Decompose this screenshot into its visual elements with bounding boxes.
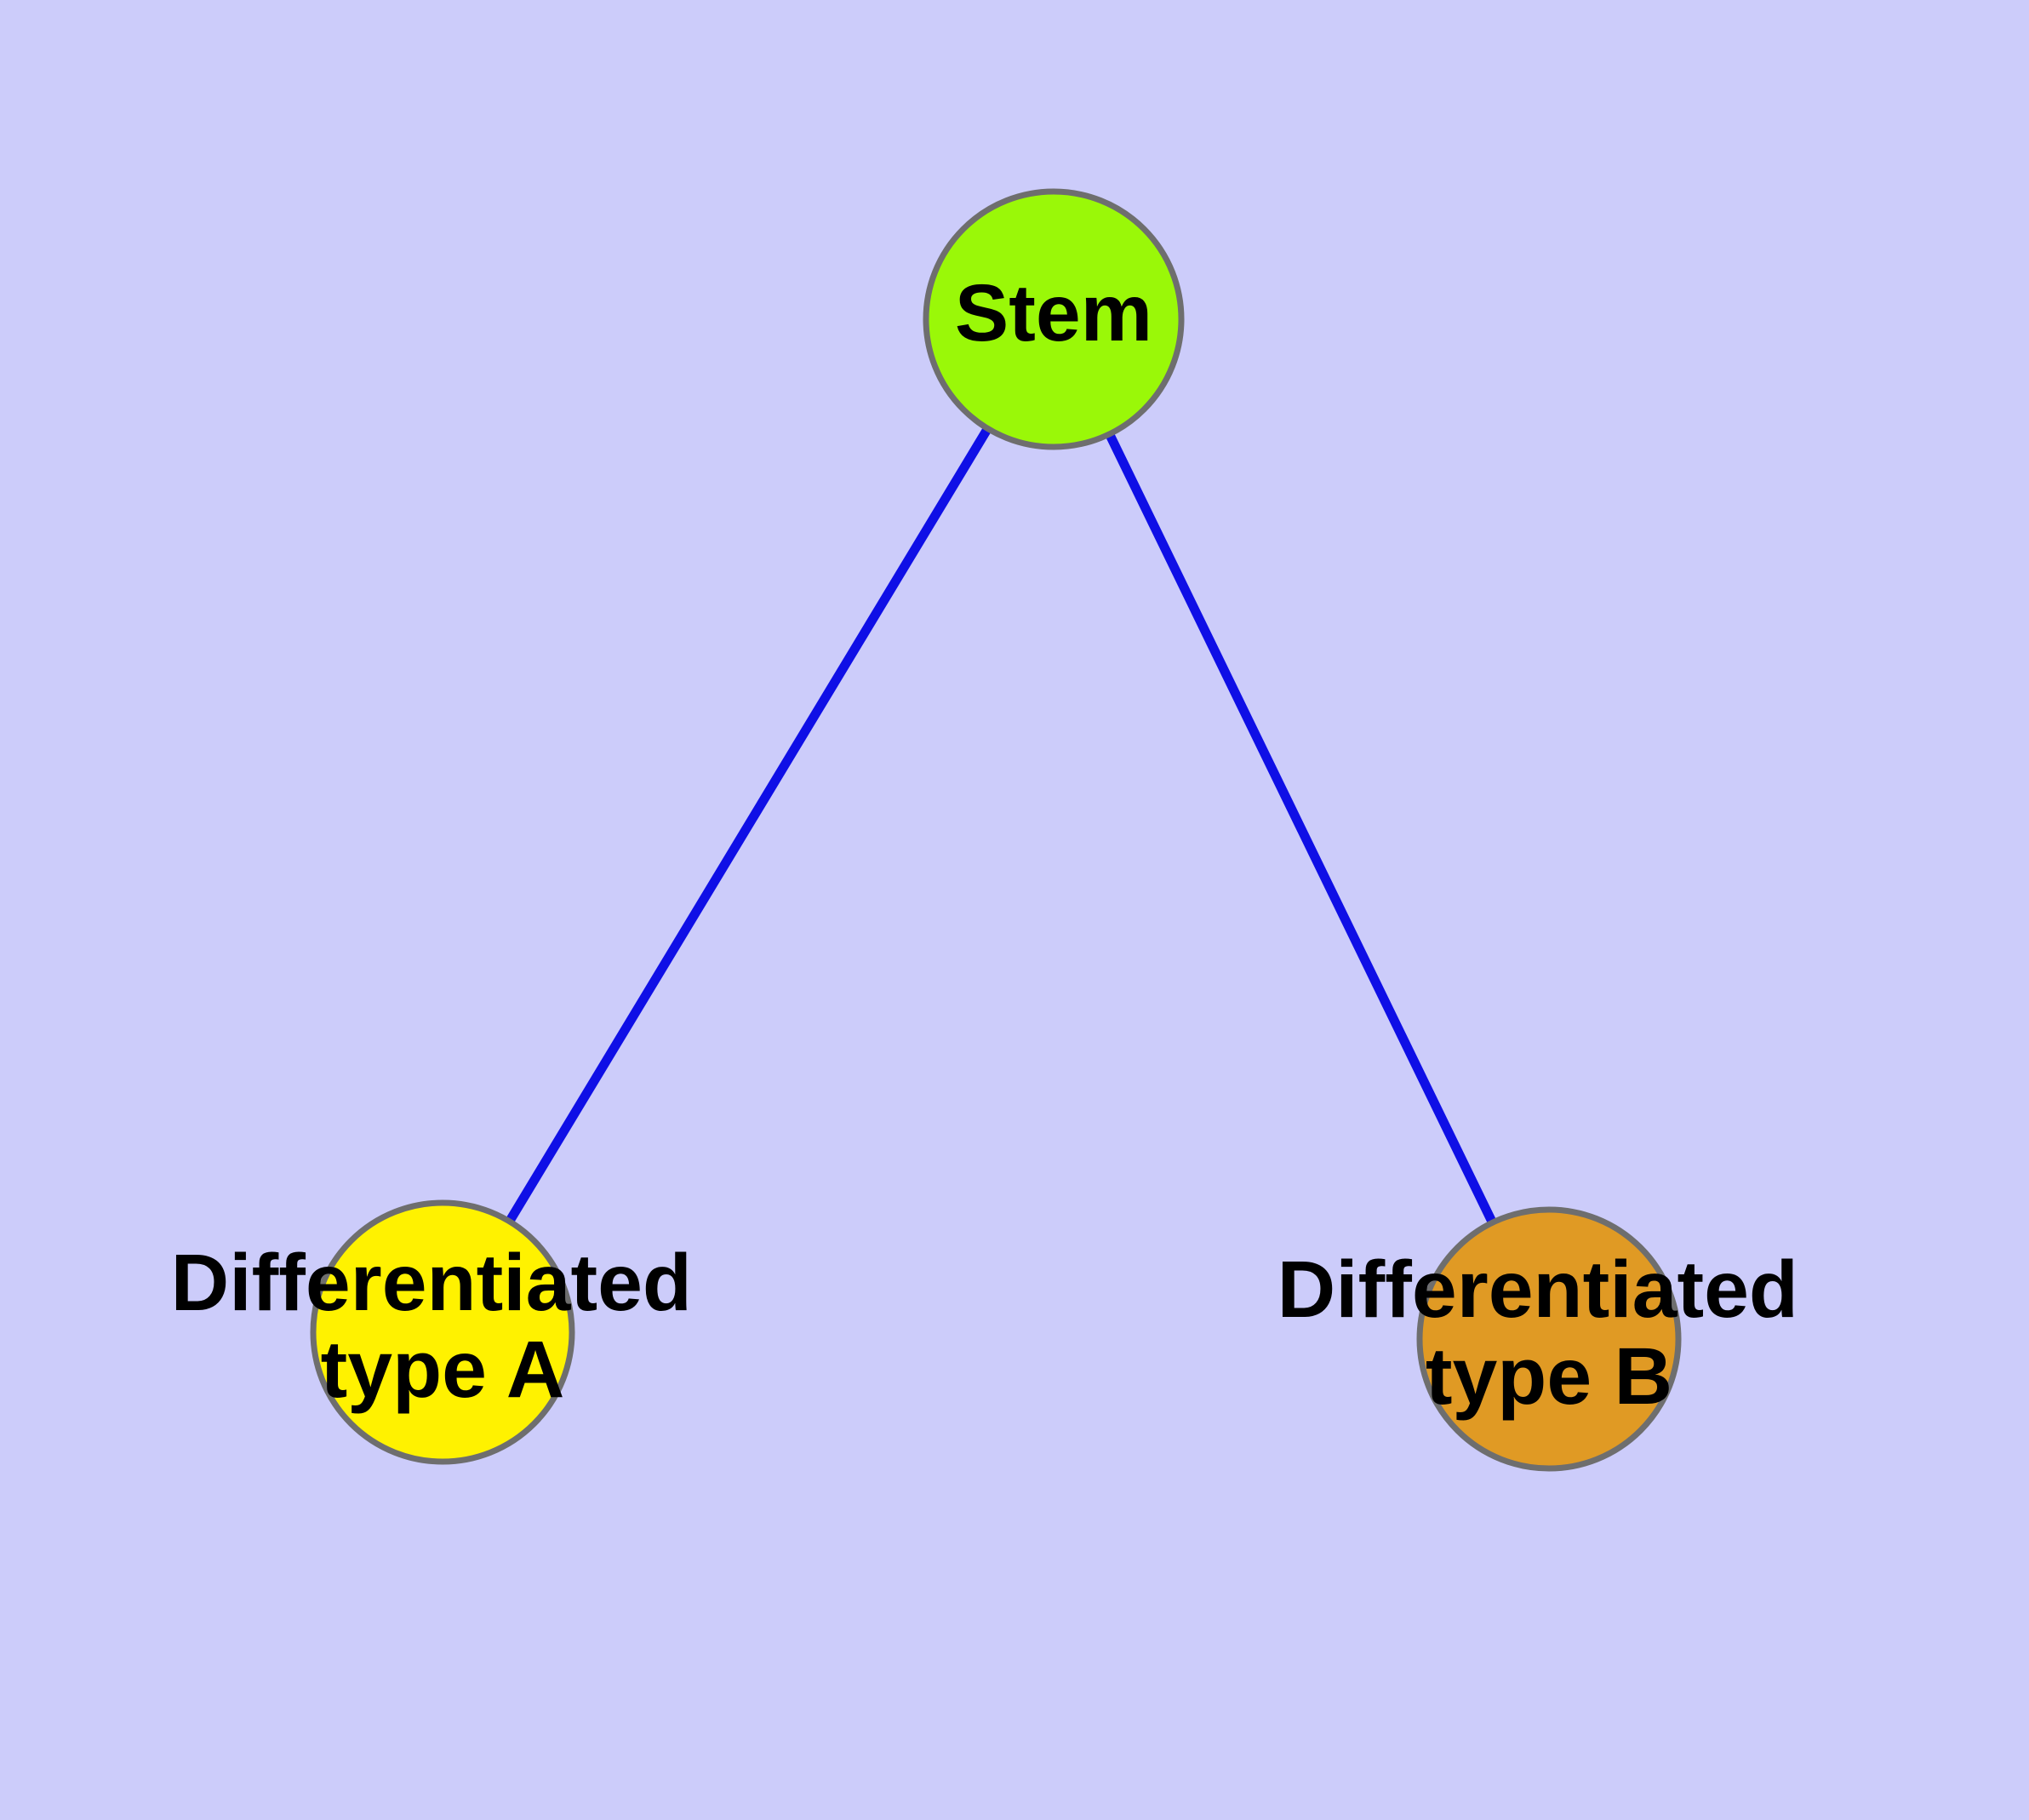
nodes-layer: Stem Differentiated type A Differentiate… <box>171 188 1821 1472</box>
node-differentiated-type-b-label-line-2: type B <box>1426 1331 1672 1422</box>
node-stem-label: Stem <box>955 268 1152 358</box>
node-differentiated-type-a-label: Differentiated type A <box>171 1238 715 1415</box>
edge-stem-to-differentiated-type-b[interactable] <box>1049 314 1554 1344</box>
node-differentiated-type-a-circle[interactable] <box>310 1199 575 1465</box>
node-differentiated-type-b-label: Differentiated type B <box>1277 1245 1821 1422</box>
node-differentiated-type-a[interactable]: Differentiated type A <box>171 1199 715 1465</box>
node-differentiated-type-a-label-line-2: type A <box>321 1325 565 1415</box>
node-differentiated-type-a-label-line-1: Differentiated <box>171 1238 692 1328</box>
node-stem-label-line-1: Stem <box>955 268 1152 358</box>
node-stem[interactable]: Stem <box>923 188 1185 450</box>
edges-layer <box>437 314 1554 1344</box>
node-differentiated-type-b-circle[interactable] <box>1416 1206 1682 1472</box>
node-differentiated-type-b-label-line-1: Differentiated <box>1277 1245 1798 1335</box>
node-stem-circle[interactable] <box>923 188 1185 450</box>
edge-stem-to-differentiated-type-a[interactable] <box>437 314 1059 1337</box>
node-differentiated-type-b[interactable]: Differentiated type B <box>1277 1206 1821 1472</box>
